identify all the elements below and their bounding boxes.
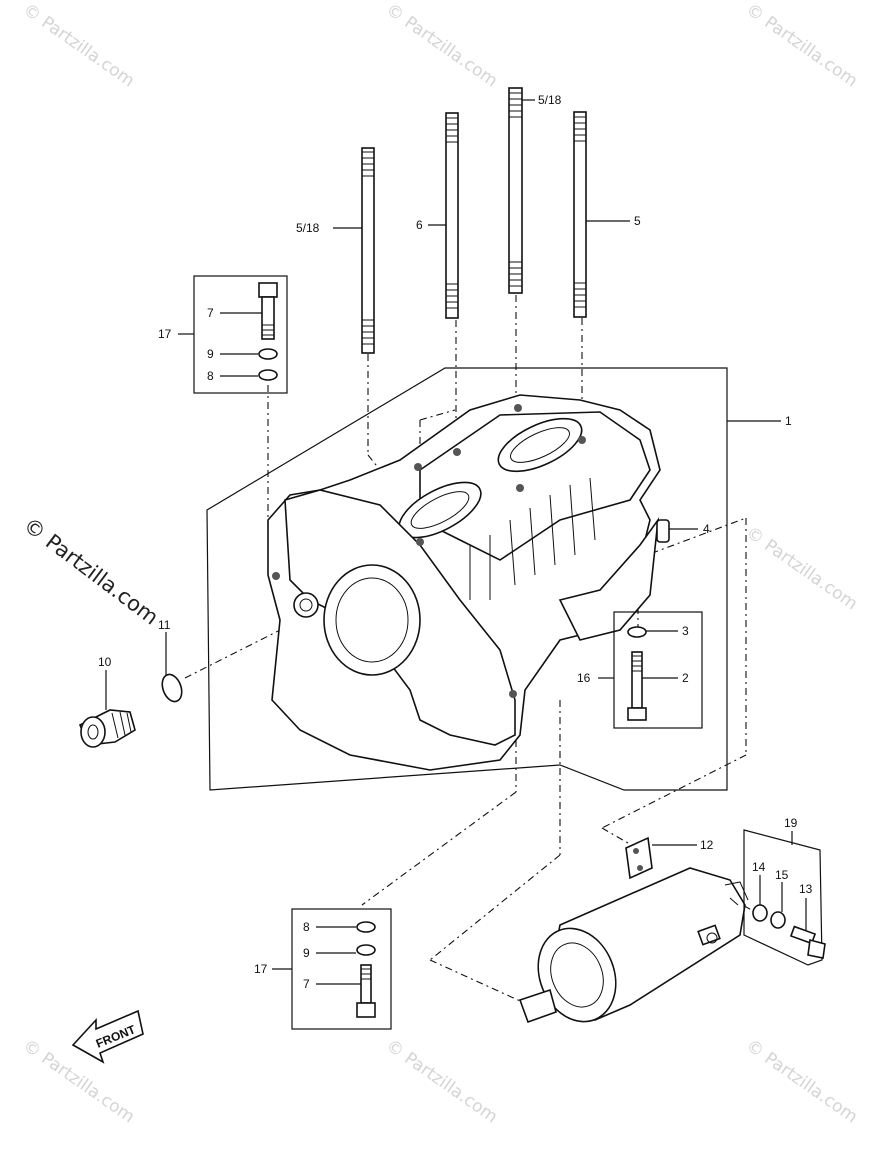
callout-7-top: 7 (207, 306, 214, 320)
washer-15 (770, 911, 786, 929)
crankcase (267, 394, 661, 771)
watermark-mid-right: © Partzilla.com (742, 523, 861, 615)
watermark-top-left: © Partzilla.com (19, 0, 138, 91)
box-19 (743, 829, 823, 966)
callout-3: 3 (682, 624, 689, 638)
callout-1: 1 (785, 414, 792, 428)
stud-5-18-left (361, 147, 375, 354)
starter-motor (518, 867, 749, 1024)
watermark-top-center: © Partzilla.com (382, 0, 501, 91)
callout-7-bottom: 7 (303, 977, 310, 991)
callout-5: 5 (634, 214, 641, 228)
callout-9-bottom: 9 (303, 946, 310, 960)
stud-6 (445, 112, 459, 319)
watermark-bottom-center: © Partzilla.com (382, 1036, 501, 1128)
callout-4: 4 (703, 522, 710, 536)
gasket (625, 836, 653, 880)
bolt-13 (789, 925, 826, 959)
watermark-top-right: © Partzilla.com (742, 0, 861, 91)
callout-13: 13 (799, 882, 813, 896)
callout-17-top: 17 (158, 327, 172, 341)
callout-11: 11 (158, 618, 171, 632)
callout-leaders (105, 99, 807, 985)
washer-3 (627, 626, 647, 638)
box-16 (613, 611, 703, 729)
bolt-2 (627, 651, 647, 721)
front-arrow: FRONT (71, 1009, 144, 1064)
callout-12: 12 (700, 838, 714, 852)
callout-labels: 5/18 5/18 6 5 7 17 9 8 1 4 3 11 10 16 2 … (98, 93, 813, 991)
callout-14: 14 (752, 860, 766, 874)
callout-6: 6 (416, 218, 423, 232)
washer-14 (752, 904, 768, 922)
o-ring (161, 673, 183, 703)
callout-19: 19 (784, 816, 798, 830)
washer-8-top (258, 369, 278, 381)
bolt-7-bottom (356, 964, 376, 1018)
stud-5 (573, 111, 587, 318)
washer-9-bottom (356, 944, 376, 956)
watermark-bottom-right: © Partzilla.com (742, 1036, 861, 1128)
watermark-side: © Partzilla.com (19, 513, 163, 630)
callout-2: 2 (682, 671, 689, 685)
callout-17-bottom: 17 (254, 962, 268, 976)
drain-plug (78, 709, 136, 748)
bolt-7-top (258, 282, 278, 340)
callout-8-bottom: 8 (303, 920, 310, 934)
dowel-pin (656, 519, 670, 543)
stud-5-18-top (508, 87, 523, 294)
callout-5-18-left: 5/18 (296, 221, 320, 235)
callout-16: 16 (577, 671, 591, 685)
callout-10: 10 (98, 655, 112, 669)
washer-9-top (258, 348, 278, 360)
washer-8-bottom (356, 921, 376, 933)
callout-9-top: 9 (207, 347, 214, 361)
assembly-frame (206, 367, 728, 791)
watermark-bottom-left: © Partzilla.com (19, 1036, 138, 1128)
callout-8-top: 8 (207, 369, 214, 383)
callout-5-18-top: 5/18 (538, 93, 562, 107)
callout-15: 15 (775, 868, 789, 882)
